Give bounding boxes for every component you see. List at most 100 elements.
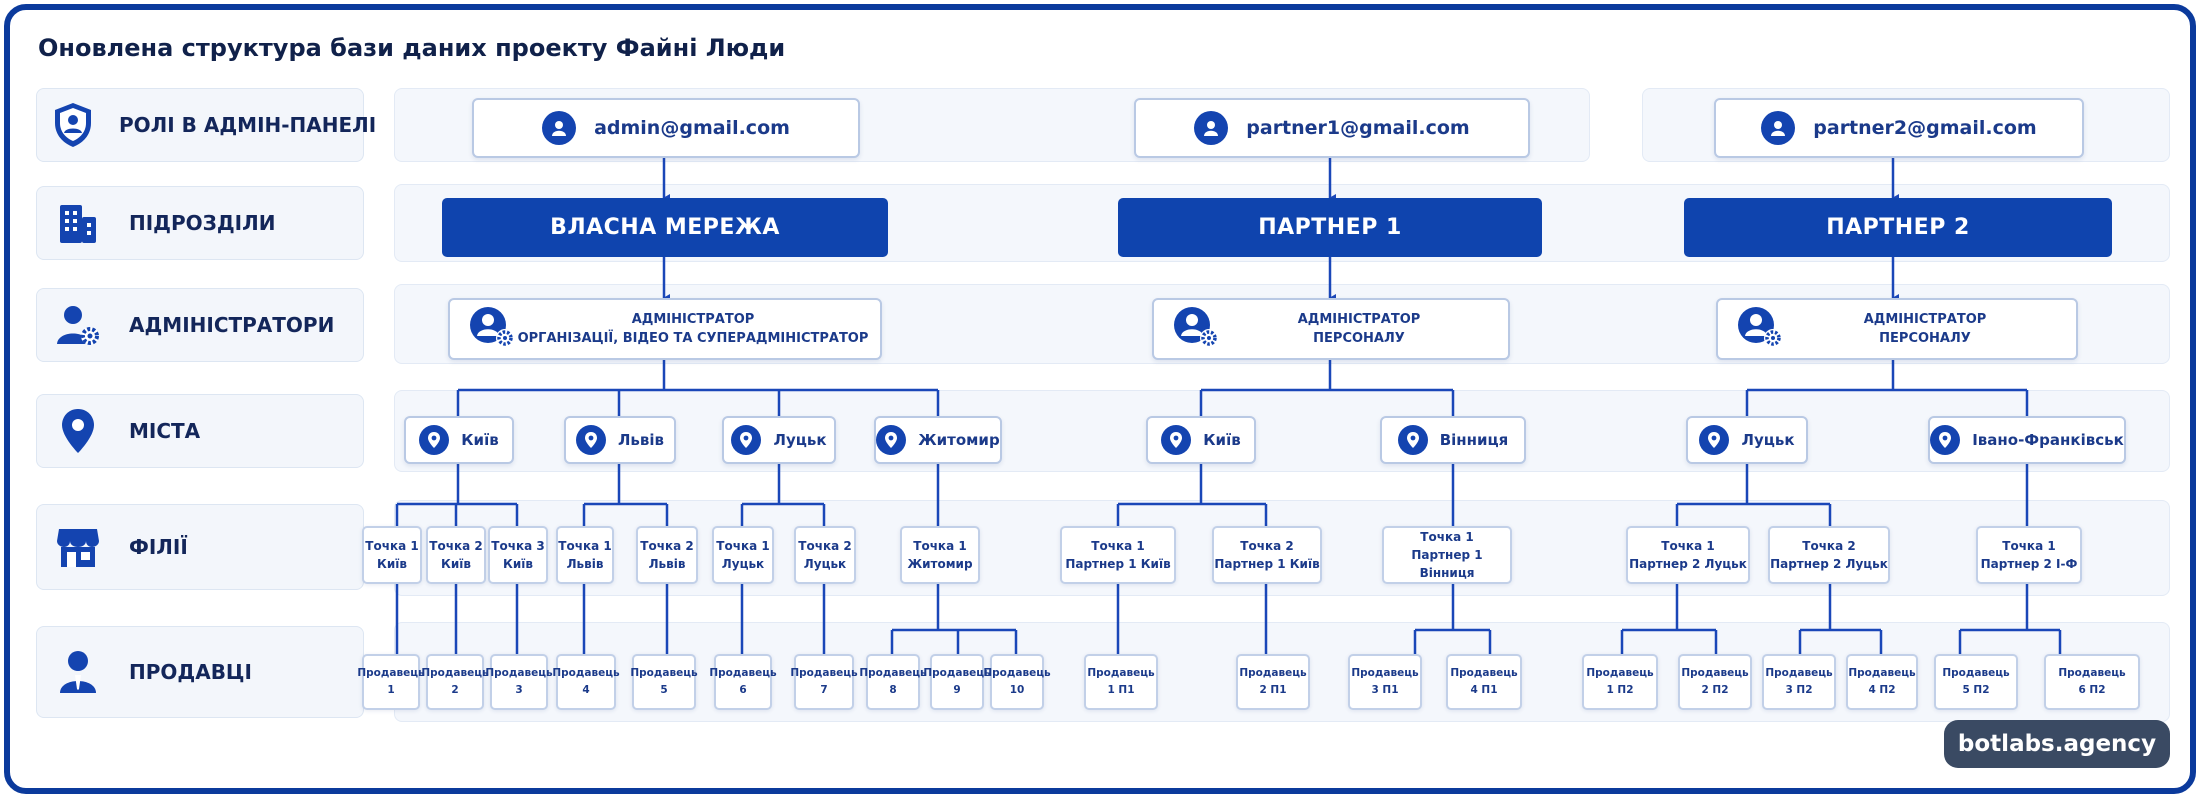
branch-card[interactable]: Точка 2 Партнер 1 Київ	[1212, 526, 1322, 584]
email-card-admin[interactable]: admin@gmail.com	[472, 98, 860, 158]
seller-card[interactable]: Продавець 2 П2	[1678, 654, 1752, 710]
seller-line2: 1 П2	[1606, 684, 1634, 696]
seller-line1: Продавець	[983, 667, 1051, 679]
row-label-divisions: ПІДРОЗДІЛИ	[36, 186, 364, 260]
city-name: Луцьк	[1741, 431, 1795, 449]
admin-line2: ОРГАНІЗАЦІЇ, ВІДЕО ТА СУПЕРАДМІНІСТРАТОР	[517, 331, 869, 346]
seller-line2: 2 П2	[1701, 684, 1729, 696]
map-pin-icon	[1161, 425, 1192, 455]
seller-line1: Продавець	[1450, 667, 1518, 679]
page-title: Оновлена структура бази даних проекту Фа…	[38, 34, 786, 62]
branch-line2: Партнер 1 Київ	[1065, 557, 1171, 571]
division-partner2[interactable]: ПАРТНЕР 2	[1684, 198, 2112, 257]
seller-line1: Продавець	[421, 667, 489, 679]
city-name: Івано-Франківськ	[1972, 431, 2124, 449]
email-card-partner1[interactable]: partner1@gmail.com	[1134, 98, 1530, 158]
branch-line1: Точка 2	[1802, 539, 1856, 553]
city-card[interactable]: Київ	[404, 416, 514, 464]
city-name: Львів	[617, 431, 665, 449]
city-card[interactable]: Івано-Франківськ	[1928, 416, 2126, 464]
division-own-network[interactable]: ВЛАСНА МЕРЕЖА	[442, 198, 888, 257]
city-card[interactable]: Київ	[1146, 416, 1256, 464]
branch-line2: Київ	[441, 557, 471, 571]
city-card[interactable]: Житомир	[874, 416, 1002, 464]
storefront-icon	[51, 520, 105, 574]
seller-card[interactable]: Продавець 10	[983, 654, 1051, 710]
seller-line2: 5	[660, 684, 668, 696]
admin-line1: АДМІНІСТРАТОР	[1863, 312, 1987, 327]
seller-line1: Продавець	[923, 667, 991, 679]
seller-line1: Продавець	[1087, 667, 1155, 679]
branch-line2: Львів	[566, 557, 604, 571]
row-label-text: АДМІНІСТРАТОРИ	[129, 313, 335, 337]
row-label-text: ФІЛІЇ	[129, 535, 188, 559]
branch-line2: Київ	[503, 557, 533, 571]
city-card[interactable]: Вінниця	[1380, 416, 1526, 464]
shield-user-icon	[51, 98, 95, 152]
connector-lines	[395, 158, 2062, 654]
seller-card[interactable]: Продавець 4	[552, 654, 620, 710]
city-card[interactable]: Луцьк	[722, 416, 836, 464]
branch-line1: Точка 2	[1240, 539, 1294, 553]
seller-line2: 10	[1009, 684, 1025, 696]
city-card[interactable]: Львів	[564, 416, 676, 464]
row-label-admins: АДМІНІСТРАТОРИ	[36, 288, 364, 362]
branch-line1: Точка 2	[640, 539, 694, 553]
row-label-text: ПРОДАВЦІ	[129, 660, 252, 684]
row-label-text: ПІДРОЗДІЛИ	[129, 211, 276, 235]
row-label-roles: РОЛІ В АДМІН-ПАНЕЛІ	[36, 88, 376, 162]
city-card[interactable]: Луцьк	[1686, 416, 1808, 464]
branch-line2: Партнер 2 Луцьк	[1629, 557, 1747, 571]
seller-line1: Продавець	[859, 667, 927, 679]
branch-line2: Партнер 1 Київ	[1214, 557, 1320, 571]
user-gear-icon	[51, 298, 105, 352]
seller-line2: 4	[582, 684, 590, 696]
user-icon	[542, 111, 577, 145]
seller-line1: Продавець	[1239, 667, 1307, 679]
buildings-icon	[51, 196, 105, 250]
seller-line1: Продавець	[552, 667, 620, 679]
seller-line2: 5 П2	[1962, 684, 1990, 696]
seller-line1: Продавець	[485, 667, 553, 679]
seller-line2: 3 П2	[1785, 684, 1813, 696]
map-pin-icon	[876, 425, 907, 455]
division-partner1[interactable]: ПАРТНЕР 1	[1118, 198, 1542, 257]
seller-line1: Продавець	[1681, 667, 1749, 679]
branch-line1: Точка 1	[1420, 530, 1474, 544]
email-card-partner2[interactable]: partner2@gmail.com	[1714, 98, 2084, 158]
admin-line1: АДМІНІСТРАТОР	[1297, 312, 1421, 327]
